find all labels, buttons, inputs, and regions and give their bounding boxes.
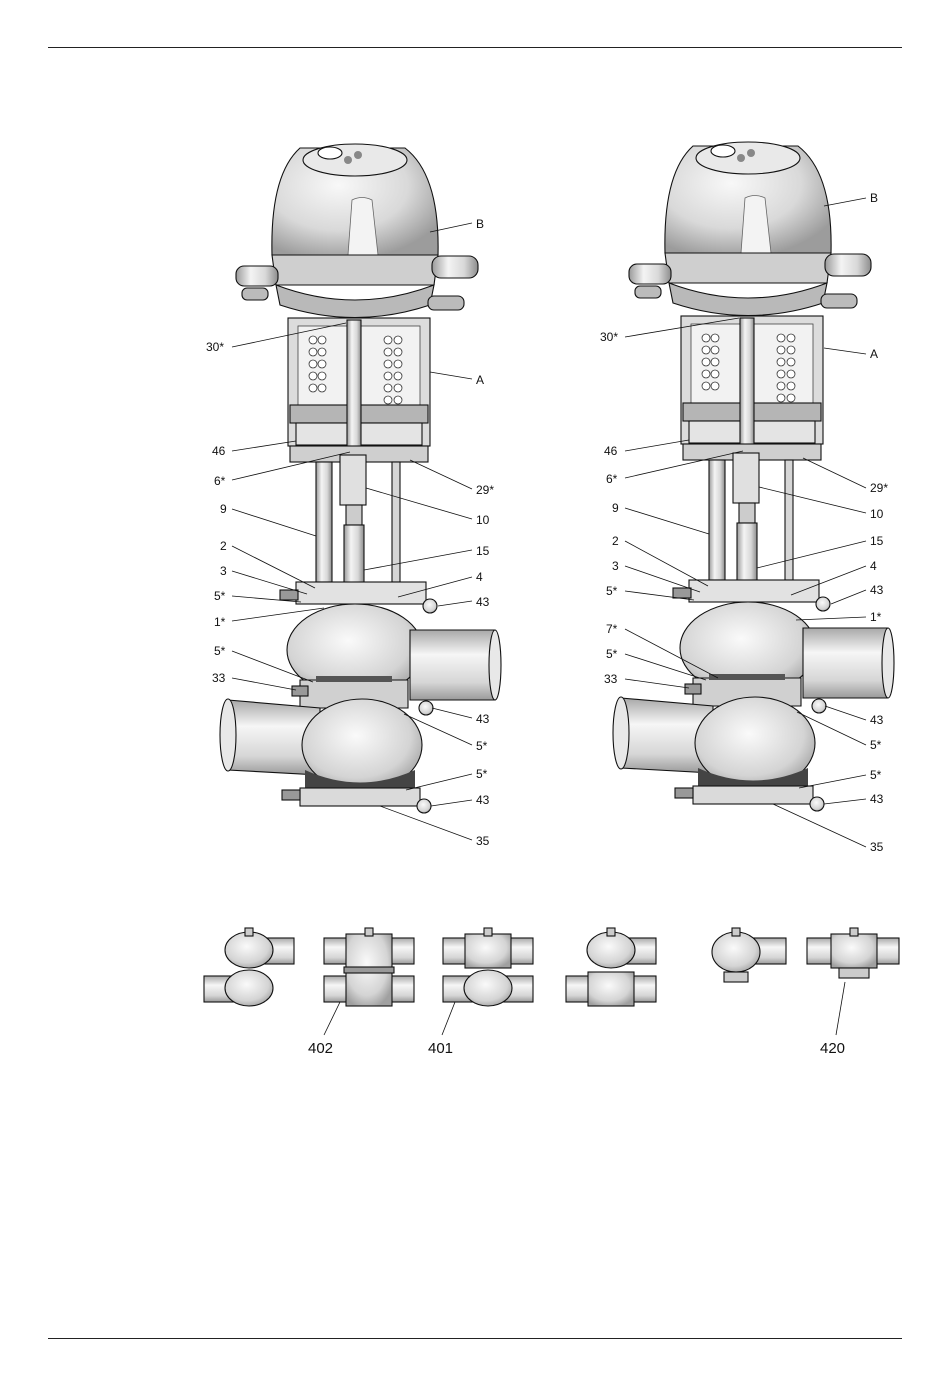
variant-leader-420 bbox=[836, 982, 845, 1035]
variant-leader-401 bbox=[442, 1002, 455, 1035]
left-label-5-a: 5* bbox=[214, 589, 226, 603]
variant-leader-402 bbox=[324, 1002, 340, 1035]
left-label-30: 30* bbox=[206, 340, 224, 354]
right-label-9: 9 bbox=[612, 501, 619, 515]
right-label-43-a: 43 bbox=[870, 583, 884, 597]
left-label-46: 46 bbox=[212, 444, 226, 458]
right-label-29: 29* bbox=[870, 481, 888, 495]
left-label-2: 2 bbox=[220, 539, 227, 553]
variant-icon-5 bbox=[712, 928, 786, 982]
right-label-a: A bbox=[870, 347, 878, 361]
right-label-2: 2 bbox=[612, 534, 619, 548]
left-label-b: B bbox=[476, 217, 484, 231]
left-label-29: 29* bbox=[476, 483, 494, 497]
left-label-43-c: 43 bbox=[476, 793, 490, 807]
left-label-3: 3 bbox=[220, 564, 227, 578]
right-valve-illustration bbox=[613, 142, 894, 811]
left-label-10: 10 bbox=[476, 513, 490, 527]
left-label-15: 15 bbox=[476, 544, 490, 558]
right-label-15: 15 bbox=[870, 534, 884, 548]
right-label-33: 33 bbox=[604, 672, 618, 686]
variant-icon-1 bbox=[204, 928, 294, 1006]
left-label-1: 1* bbox=[214, 615, 226, 629]
left-label-9: 9 bbox=[220, 502, 227, 516]
left-label-5-c: 5* bbox=[476, 739, 488, 753]
variant-label-401: 401 bbox=[428, 1040, 453, 1057]
left-label-43-a: 43 bbox=[476, 595, 490, 609]
right-label-5-d: 5* bbox=[870, 768, 882, 782]
right-label-b: B bbox=[870, 191, 878, 205]
right-label-43-c: 43 bbox=[870, 792, 884, 806]
left-label-5-b: 5* bbox=[214, 644, 226, 658]
right-label-46: 46 bbox=[604, 444, 618, 458]
right-label-43-b: 43 bbox=[870, 713, 884, 727]
right-label-10: 10 bbox=[870, 507, 884, 521]
right-label-5-c: 5* bbox=[870, 738, 882, 752]
right-label-4: 4 bbox=[870, 559, 877, 573]
right-label-35: 35 bbox=[870, 840, 884, 854]
left-label-43-b: 43 bbox=[476, 712, 490, 726]
left-valve-illustration bbox=[220, 144, 501, 813]
right-label-6: 6* bbox=[606, 472, 618, 486]
right-label-1: 1* bbox=[870, 610, 882, 624]
variant-label-402: 402 bbox=[308, 1040, 333, 1057]
right-label-3: 3 bbox=[612, 559, 619, 573]
left-label-35: 35 bbox=[476, 834, 490, 848]
right-label-30: 30* bbox=[600, 330, 618, 344]
right-label-5-b: 5* bbox=[606, 647, 618, 661]
left-label-a: A bbox=[476, 373, 484, 387]
right-label-7: 7* bbox=[606, 622, 618, 636]
left-label-33: 33 bbox=[212, 671, 226, 685]
variant-icon-420 bbox=[807, 928, 899, 978]
left-label-6: 6* bbox=[214, 474, 226, 488]
variant-icon-401 bbox=[443, 928, 533, 1006]
variant-icon-402 bbox=[324, 928, 414, 1006]
variant-label-420: 420 bbox=[820, 1040, 845, 1057]
left-label-5-d: 5* bbox=[476, 767, 488, 781]
variant-icon-4 bbox=[566, 928, 656, 1006]
left-label-4: 4 bbox=[476, 570, 483, 584]
right-label-5-a: 5* bbox=[606, 584, 618, 598]
